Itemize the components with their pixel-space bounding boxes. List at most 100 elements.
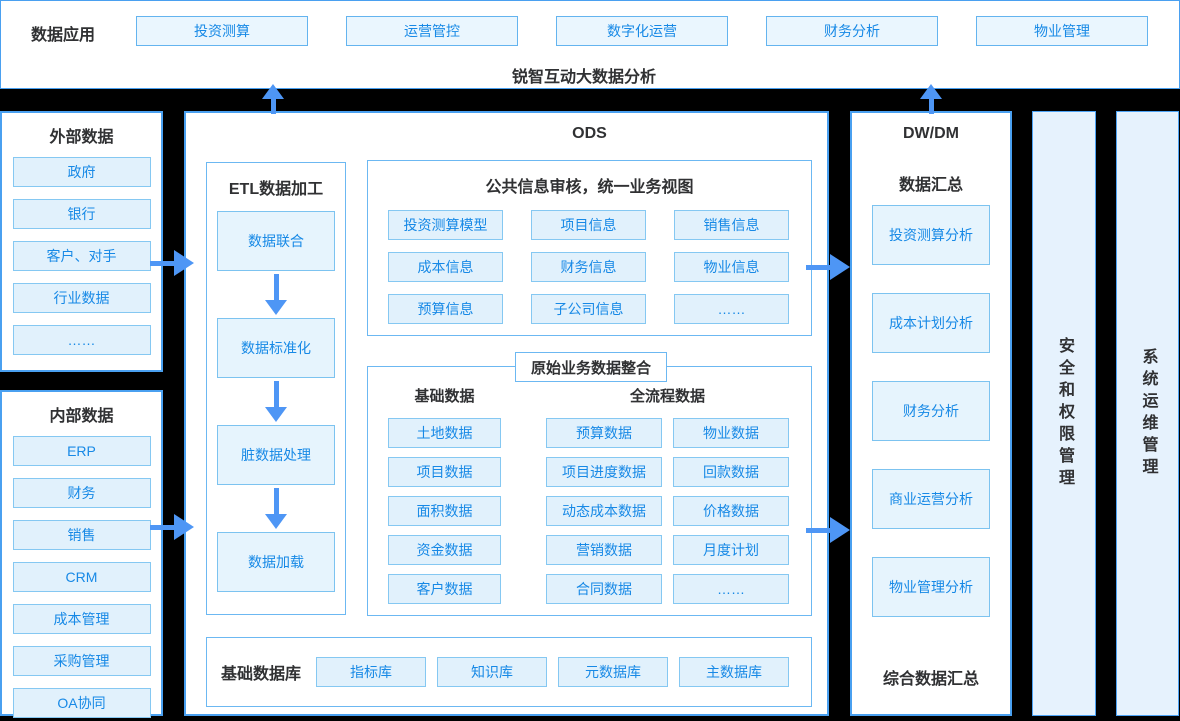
- base-database-items: 指标库知识库元数据库主数据库: [316, 657, 790, 687]
- data-source-chip: CRM: [12, 562, 151, 592]
- etl-step: 数据标准化: [217, 318, 335, 425]
- dwdm-title: DW/DM: [903, 125, 959, 142]
- full-process-items-col1: 预算数据项目进度数据动态成本数据营销数据合同数据: [546, 418, 662, 604]
- dwdm-panel: DW/DM 数据汇总 投资测算分析成本计划分析财务分析商业运营分析物业管理分析 …: [850, 111, 1012, 716]
- database-chip: 指标库: [316, 657, 427, 687]
- data-source-chip: 财务: [12, 478, 151, 508]
- data-source-chip: 销售: [12, 520, 151, 550]
- top-application-bar: 数据应用 投资测算运营管控数字化运营财务分析物业管理 锐智互动大数据分析: [0, 0, 1180, 89]
- raw-business-container: 基础数据 土地数据项目数据面积数据资金数据客户数据 全流程数据 预算数据项目进度…: [367, 366, 812, 616]
- data-chip: 客户数据: [388, 574, 501, 604]
- etl-step-node: 数据联合: [217, 211, 335, 271]
- common-info-items: 投资测算模型项目信息销售信息成本信息财务信息物业信息预算信息子公司信息……: [388, 210, 811, 324]
- external-data-panel: 外部数据 政府银行客户、对手行业数据 ……: [0, 111, 163, 372]
- base-data-title: 基础数据: [414, 388, 475, 405]
- application-button[interactable]: 数字化运营: [556, 16, 728, 46]
- info-chip: ……: [674, 294, 789, 324]
- database-chip: 元数据库: [558, 657, 669, 687]
- data-source-chip: 行业数据: [12, 283, 151, 313]
- etl-container: ETL数据加工 数据联合 数据标准化 脏数据处理 数: [206, 162, 346, 615]
- application-buttons: 投资测算 运营管控 数字化运营 财务分析 物业管理: [136, 16, 1148, 46]
- info-chip: 物业信息: [674, 252, 789, 282]
- application-button[interactable]: 财务分析: [766, 16, 938, 46]
- data-chip: 营销数据: [546, 535, 662, 565]
- etl-step: 数据联合: [217, 211, 335, 318]
- data-source-chip: ……: [12, 325, 151, 355]
- full-process-items-col2: 物业数据回款数据价格数据月度计划 ……: [673, 418, 789, 604]
- data-chip: 土地数据: [388, 418, 501, 448]
- flow-arrow-up-icon: [920, 84, 942, 114]
- base-data-items: 土地数据项目数据面积数据资金数据客户数据: [388, 418, 501, 604]
- data-source-chip: OA协同: [12, 688, 151, 718]
- data-chip: 项目进度数据: [546, 457, 662, 487]
- etl-step: 数据加载: [217, 532, 335, 592]
- info-chip: 销售信息: [674, 210, 789, 240]
- data-chip: 预算数据: [546, 418, 662, 448]
- data-chip: 价格数据: [673, 496, 789, 526]
- analysis-node: 财务分析: [872, 381, 990, 441]
- data-source-chip: 客户、对手: [12, 241, 151, 271]
- data-source-chip: 成本管理: [12, 604, 151, 634]
- database-chip: 主数据库: [679, 657, 790, 687]
- raw-business-tab: 原始业务数据整合: [515, 352, 667, 382]
- analysis-node: 成本计划分析: [872, 293, 990, 353]
- common-info-title: 公共信息审核，统一业务视图: [485, 179, 694, 196]
- ods-panel: ODS ETL数据加工 数据联合 数据标准化 脏数据处理: [184, 111, 829, 716]
- analysis-nodes: 投资测算分析成本计划分析财务分析商业运营分析物业管理分析: [872, 205, 990, 617]
- internal-data-title: 内部数据: [49, 408, 114, 425]
- data-chip: 资金数据: [388, 535, 501, 565]
- flow-arrow-down-icon: [265, 381, 287, 422]
- info-chip: 预算信息: [388, 294, 503, 324]
- analysis-node: 物业管理分析: [872, 557, 990, 617]
- application-button[interactable]: 物业管理: [976, 16, 1148, 46]
- data-chip: ……: [673, 574, 789, 604]
- data-chip: 面积数据: [388, 496, 501, 526]
- database-chip: 知识库: [437, 657, 548, 687]
- data-source-chip: 政府: [12, 157, 151, 187]
- external-data-title: 外部数据: [49, 129, 114, 146]
- ods-title: ODS: [572, 125, 607, 142]
- flow-arrow-down-icon: [265, 274, 287, 315]
- external-data-items: 政府银行客户、对手行业数据 ……: [2, 157, 161, 355]
- system-ops-bar: 系统运维管理: [1116, 111, 1179, 716]
- flow-arrow-right-icon: [150, 250, 196, 276]
- data-chip: 回款数据: [673, 457, 789, 487]
- flow-arrow-right-icon: [806, 254, 852, 280]
- security-permission-label: 安全和权限管理: [1056, 336, 1073, 491]
- combined-summary-title: 综合数据汇总: [882, 671, 979, 688]
- info-chip: 财务信息: [531, 252, 646, 282]
- etl-step-node: 数据加载: [217, 532, 335, 592]
- info-chip: 投资测算模型: [388, 210, 503, 240]
- common-info-container: 公共信息审核，统一业务视图 投资测算模型项目信息销售信息成本信息财务信息物业信息…: [367, 160, 812, 336]
- flow-arrow-right-icon: [150, 514, 196, 540]
- platform-title: 锐智互动大数据分析: [511, 69, 656, 86]
- analysis-node: 商业运营分析: [872, 469, 990, 529]
- base-database-title: 基础数据库: [221, 666, 302, 683]
- full-process-title: 全流程数据: [629, 388, 705, 405]
- data-source-chip: 银行: [12, 199, 151, 229]
- system-ops-label: 系统运维管理: [1139, 347, 1157, 480]
- application-button[interactable]: 投资测算: [136, 16, 308, 46]
- flow-arrow-right-icon: [806, 517, 852, 543]
- data-chip: 项目数据: [388, 457, 501, 487]
- flow-arrow-down-icon: [265, 488, 287, 529]
- flow-arrow-up-icon: [262, 84, 284, 114]
- data-chip: 物业数据: [673, 418, 789, 448]
- analysis-node: 投资测算分析: [872, 205, 990, 265]
- etl-step: 脏数据处理: [217, 425, 335, 532]
- data-chip: 月度计划: [673, 535, 789, 565]
- info-chip: 项目信息: [531, 210, 646, 240]
- data-source-chip: ERP: [12, 436, 151, 466]
- base-database-container: 基础数据库 指标库知识库元数据库主数据库: [206, 637, 812, 707]
- etl-title: ETL数据加工: [228, 181, 324, 198]
- application-button[interactable]: 运营管控: [346, 16, 518, 46]
- data-chip: 动态成本数据: [546, 496, 662, 526]
- full-process-column: 全流程数据 预算数据项目进度数据动态成本数据营销数据合同数据 物业数据回款数据价…: [546, 385, 789, 604]
- base-data-column: 基础数据 土地数据项目数据面积数据资金数据客户数据: [388, 385, 501, 604]
- info-chip: 成本信息: [388, 252, 503, 282]
- etl-step-node: 数据标准化: [217, 318, 335, 378]
- etl-steps: 数据联合 数据标准化 脏数据处理 数据加载: [207, 211, 345, 592]
- security-permission-bar: 安全和权限管理: [1032, 111, 1096, 716]
